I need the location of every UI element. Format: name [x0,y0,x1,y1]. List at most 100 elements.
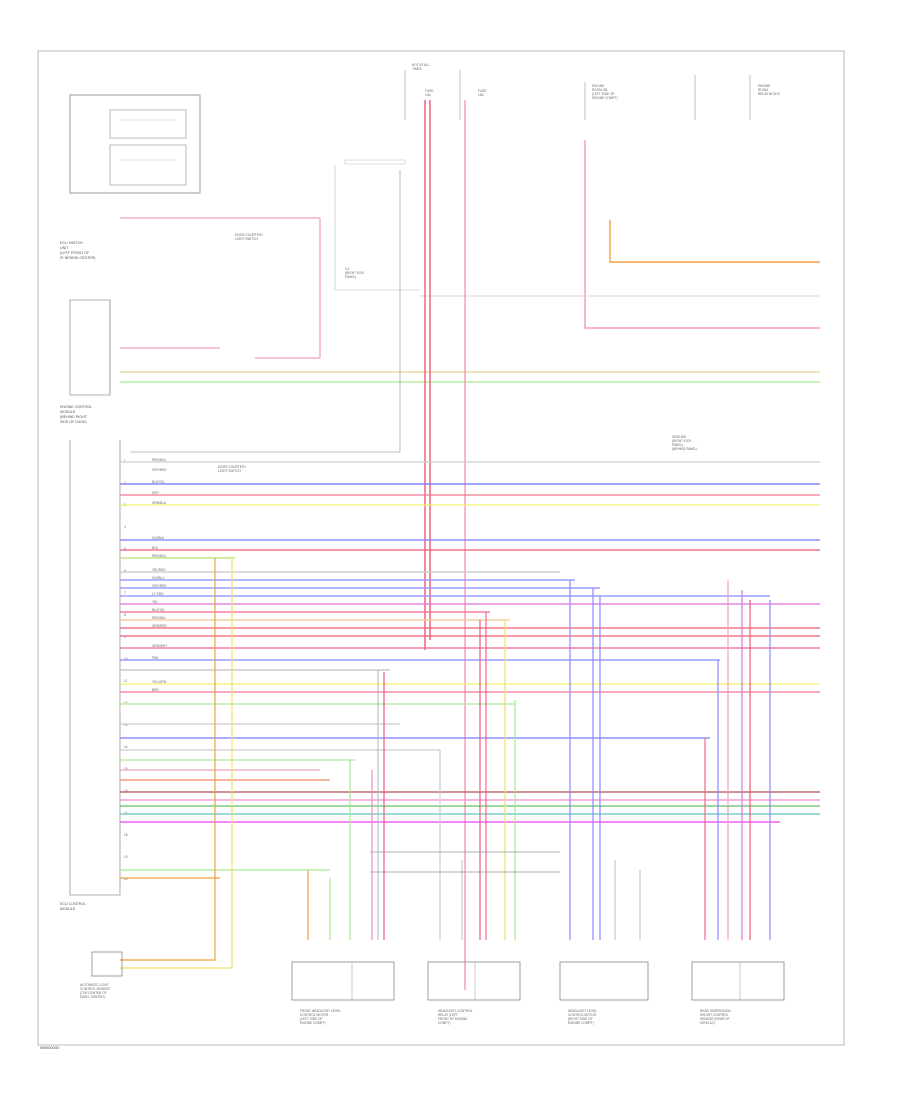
wire-pink-upper [120,217,321,359]
wire-label: YEL/RED [152,568,166,572]
wire-label: GRN/RED [152,624,167,628]
svg-text:CONTROL MOTOR: CONTROL MOTOR [300,1013,329,1017]
wire-label: RED/BLK [152,616,167,620]
pin-number: 5 [124,547,126,551]
pin-number: 1 [124,459,126,463]
wire-label: BLU [152,546,159,550]
ecu-c-label: ECU CONTROL MODULE [60,902,86,911]
svg-text:RELAY BLOCK: RELAY BLOCK [758,92,781,96]
wire-label: PNK [152,656,159,660]
wire-label: RED/BLU [152,554,167,558]
ground-label: G1 (RIGHT KICK PANEL) [345,267,365,279]
top-connectors [334,70,751,291]
right-note: GROUND (RIGHT KICK PANEL) (BEHIND PANEL) [672,435,697,451]
svg-text:SIDE OF DASH): SIDE OF DASH) [60,420,87,424]
svg-text:GROUND: GROUND [672,435,687,439]
svg-text:TIMES: TIMES [412,67,422,71]
svg-text:(RIGHT SIDE OF: (RIGHT SIDE OF [568,1017,593,1021]
pin-number: 14 [124,745,128,749]
svg-text:ENGINE: ENGINE [592,84,604,88]
wire-label: VIO/BLU [152,576,165,580]
junction-note: ENGINE ROOM J/B (LEFT SIDE OF ENGINE COM… [592,84,618,100]
ecu-a-label: ECU SWITCH UNIT (LEFT FRONT OF IP, BEHIN… [60,241,95,260]
diagram-border [37,50,845,1046]
module-4: REAR SUSPENSION HEIGHT CONTROL SENSOR (R… [691,961,785,1025]
svg-text:(RIGHT KICK: (RIGHT KICK [672,439,692,443]
wire-label: LT GRN [152,592,164,596]
svg-text:CONTROL MOTOR: CONTROL MOTOR [568,1013,597,1017]
svg-text:AUTOMATIC LIGHT: AUTOMATIC LIGHT [80,983,109,987]
svg-text:DOOR COURTESY: DOOR COURTESY [235,233,264,237]
svg-text:(BEHIND PANEL): (BEHIND PANEL) [672,447,697,451]
fuse-b-label: FUSE 15A [478,89,487,97]
pin-number: 7 [124,591,126,595]
svg-text:SENSOR (REAR OF: SENSOR (REAR OF [700,1017,730,1021]
wire-sensor-a [120,558,216,961]
pin-number: 6 [124,569,126,573]
svg-text:LIGHT SWITCH: LIGHT SWITCH [235,237,258,241]
pin-number: 4 [124,525,126,529]
svg-text:HEADLIGHT LEVEL: HEADLIGHT LEVEL [568,1009,597,1013]
svg-text:ECU SWITCH: ECU SWITCH [60,241,83,245]
pin-number: 10 [124,657,128,661]
svg-text:MODULE: MODULE [60,410,76,414]
pin-number: 9 [124,635,126,639]
svg-text:CONTROL SENSOR: CONTROL SENSOR [80,987,111,991]
wire-label: GRY/RED [152,584,167,588]
svg-text:IP, BEHIND CENTER): IP, BEHIND CENTER) [60,256,95,260]
wire-label: GRY/RED [152,468,167,472]
pin-number: 11 [124,679,128,683]
ecu-b-label: ENGINE CONTROL MODULE (BEHIND RIGHT SIDE… [60,405,92,424]
footer-code: W0000000 [40,1045,60,1050]
wire-label: VIO/BLK [152,536,165,540]
wire-label: GRN/BLU [152,501,167,505]
svg-text:(RIGHT KICK: (RIGHT KICK [345,271,365,275]
svg-text:UNIT: UNIT [60,246,69,250]
pin-number: 8 [124,613,126,617]
ecm-connector [69,299,111,396]
svg-text:VEHICLE): VEHICLE) [700,1021,715,1025]
svg-text:ROOM: ROOM [758,88,768,92]
wire-gray-vert [130,170,401,453]
svg-text:ENGINE CONTROL: ENGINE CONTROL [60,405,92,409]
svg-text:REAR SUSPENSION: REAR SUSPENSION [700,1009,731,1013]
svg-text:ENGINE COMPT): ENGINE COMPT) [300,1021,326,1025]
svg-text:ROOM J/B: ROOM J/B [592,88,607,92]
svg-text:MODULE: MODULE [60,907,76,911]
svg-text:HOT AT ALL: HOT AT ALL [412,63,430,67]
svg-text:COMPT): COMPT) [438,1021,451,1025]
svg-text:(LEFT FRONT OF: (LEFT FRONT OF [60,251,90,255]
svg-text:FUSE: FUSE [478,89,487,93]
wire-label: BLK/YEL [152,480,165,484]
svg-text:FUSE: FUSE [425,89,434,93]
conn-top-label: HOT AT ALL TIMES [412,63,430,71]
pin-number: 2 [124,481,126,485]
fuse-a-label: FUSE 10A [425,89,434,97]
pin-number: 12 [124,701,128,705]
svg-text:HEIGHT CONTROL: HEIGHT CONTROL [700,1013,729,1017]
svg-text:PANEL): PANEL) [672,443,683,447]
wire-label: YEL/GRN [152,680,167,684]
wire-label-column: RED/BLUGRY/REDBLK/YELGRYGRN/BLUVIO/BLKBL… [152,458,167,692]
pin-number: 15 [124,767,128,771]
svg-text:(TOP CENTER OF: (TOP CENTER OF [80,991,107,995]
wire-label: BLU/YEL [152,608,165,612]
svg-text:ECU CONTROL: ECU CONTROL [60,902,86,906]
pin-number: 16 [124,789,128,793]
module-2: HEADLIGHT CONTROL RELAY (LEFT FRONT OF E… [427,961,521,1025]
svg-text:G1: G1 [345,267,349,271]
wire-label: BRN [152,688,159,692]
sw-note: DOOR COURTESY LIGHT SWITCH [235,233,264,241]
svg-text:HEADLIGHT CONTROL: HEADLIGHT CONTROL [438,1009,473,1013]
svg-text:FRONT HEADLIGHT LEVEL: FRONT HEADLIGHT LEVEL [300,1009,341,1013]
module-3: HEADLIGHT LEVEL CONTROL MOTOR (RIGHT SID… [559,961,649,1025]
top-left-module [69,94,201,194]
svg-text:LIGHT SWITCH: LIGHT SWITCH [218,469,241,473]
ecu-main-bracket [69,440,121,896]
pin-number: 19 [124,855,128,859]
svg-text:10A: 10A [425,93,432,97]
svg-text:(LEFT SIDE OF: (LEFT SIDE OF [592,92,614,96]
svg-text:FRONT OF ENGINE: FRONT OF ENGINE [438,1017,467,1021]
svg-text:PANEL): PANEL) [345,275,356,279]
